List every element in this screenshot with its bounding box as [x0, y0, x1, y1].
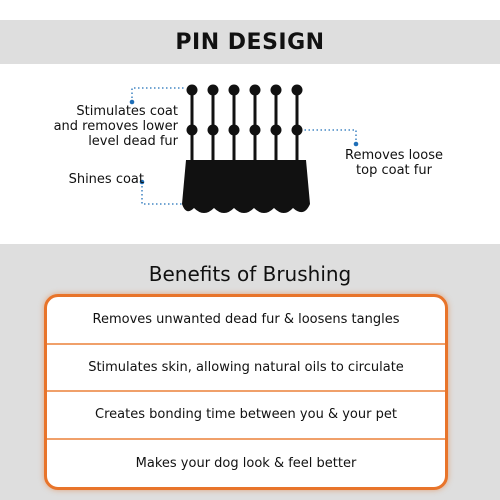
callout-dot [129, 99, 135, 105]
callout-removes-line1: Removes loose [345, 148, 443, 163]
benefit-item: Creates bonding time between you & your … [47, 392, 445, 440]
callout-stimulates: Stimulates coat and removes lower level … [48, 104, 178, 149]
pin-tip [228, 84, 240, 96]
callout-stimulates-line1: Stimulates coat [76, 104, 178, 119]
benefit-item: Stimulates skin, allowing natural oils t… [47, 345, 445, 392]
pin-tip [207, 84, 219, 96]
callout-shines-text: Shines coat [68, 172, 144, 187]
benefits-list: Removes unwanted dead fur & loosens tang… [44, 294, 448, 490]
callout-removes: Removes loose top coat fur [334, 148, 454, 178]
callout-stimulates-line2: and removes lower [53, 119, 178, 134]
benefits-title: Benefits of Brushing [148, 262, 352, 286]
pin-bead [207, 124, 219, 136]
pin-bead [186, 124, 198, 136]
pin-bead [249, 124, 261, 136]
pin-bead [270, 124, 282, 136]
callout-dot [353, 141, 359, 147]
callout-shines: Shines coat [60, 172, 144, 187]
brush-pins-illustration [129, 84, 359, 213]
pin-diagram: Stimulates coat and removes lower level … [0, 64, 500, 244]
callout-line-shines [141, 182, 184, 205]
benefit-item: Removes unwanted dead fur & loosens tang… [47, 297, 445, 345]
pin-bead [291, 124, 303, 136]
pin-tip [270, 84, 282, 96]
callout-removes-line2: top coat fur [356, 163, 432, 178]
callout-line-stimulates [131, 87, 186, 102]
pin-tip [291, 84, 303, 96]
benefit-item: Makes your dog look & feel better [135, 455, 357, 471]
pin-design-header: PIN DESIGN [0, 20, 500, 64]
callout-line-removes [304, 129, 357, 144]
pin-tip [186, 84, 198, 96]
callout-stimulates-line3: level dead fur [88, 134, 178, 149]
brush-base [182, 160, 310, 213]
pin-design-title: PIN DESIGN [175, 29, 325, 55]
callout-dot [139, 179, 145, 185]
pin-tip [249, 84, 261, 96]
pin-bead [228, 124, 240, 136]
